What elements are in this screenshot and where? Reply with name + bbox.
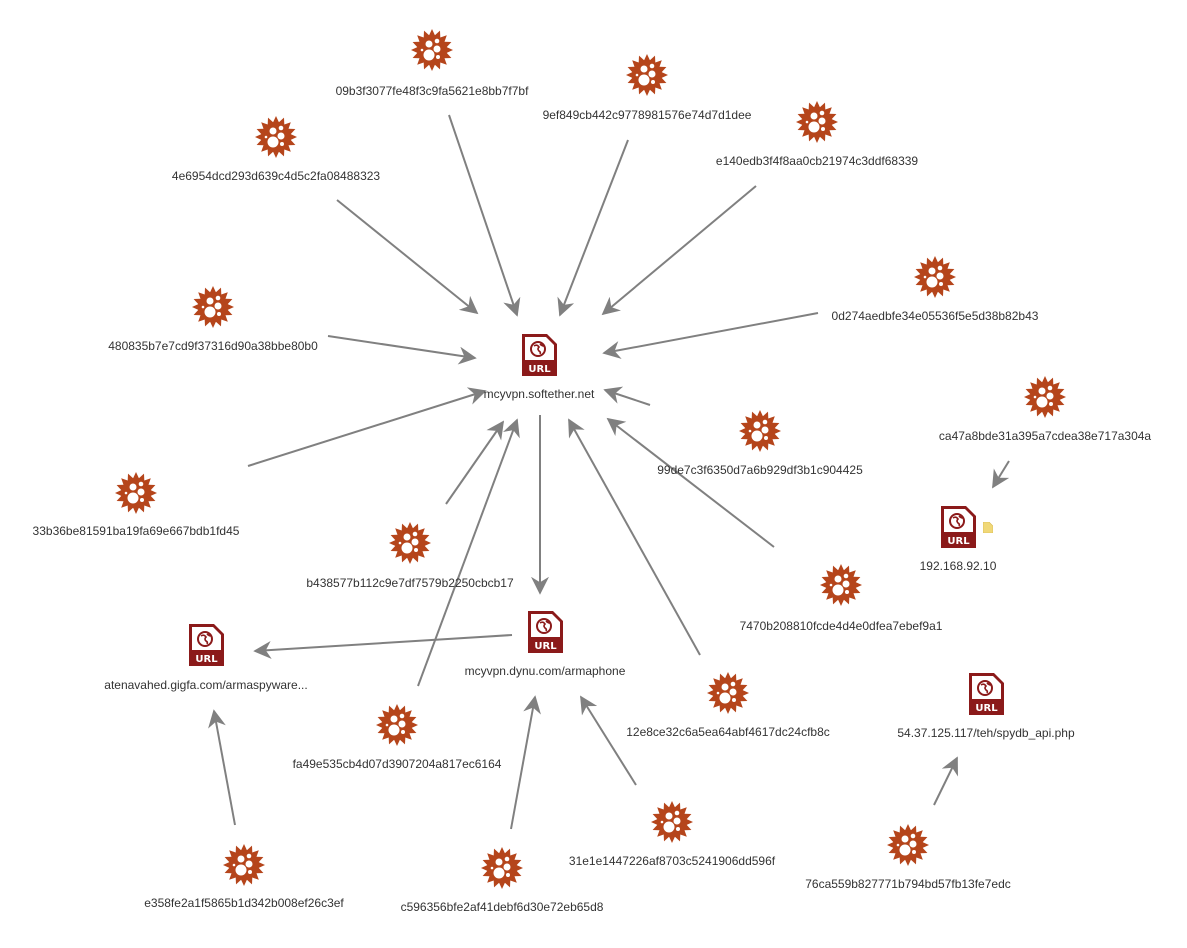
node-label: 76ca559b827771b794bd57fb13fe7edc [805, 877, 1011, 891]
malware-virus-icon[interactable] [738, 409, 782, 453]
url-badge-text: URL [534, 641, 557, 652]
url-file-icon[interactable]: URL [523, 610, 567, 654]
node-label: 31e1e1447226af8703c5241906dd596f [568, 854, 776, 868]
node-label: atenavahed.gigfa.com/armaspyware... [104, 678, 308, 692]
malware-virus-icon[interactable] [410, 28, 454, 72]
edge-n17-to-uE [933, 756, 958, 806]
node-label: mcyvpn.softether.net [483, 387, 595, 401]
malware-virus-icon[interactable] [819, 563, 863, 607]
edge-n6-to-uA [327, 335, 477, 365]
malware-virus-icon[interactable] [706, 671, 750, 715]
malware-virus-icon[interactable] [388, 521, 432, 565]
node-label: 12e8ce32c6a5ea64abf4617dc24cfb8c [626, 725, 830, 739]
node-label: 33b36be81591ba19fa69e667bdb1fd45 [32, 524, 240, 538]
malware-virus-icon[interactable] [114, 471, 158, 515]
malware-virus-icon[interactable] [625, 53, 669, 97]
node-label: 54.37.125.117/teh/spydb_api.php [897, 726, 1075, 740]
edge-n9-to-uA [247, 387, 487, 467]
edge-n3-to-uA [336, 199, 479, 315]
edge-n15-to-uD [208, 709, 236, 826]
malware-virus-icon[interactable] [480, 846, 524, 890]
node-label: 4e6954dcd293d639c4d5c2fa08488323 [171, 169, 381, 183]
malware-virus-icon[interactable] [886, 823, 930, 867]
url-badge-text: URL [947, 536, 970, 547]
node-label: ca47a8bde31a395a7cdea38e717a304a [938, 429, 1152, 443]
malware-virus-icon[interactable] [222, 843, 266, 887]
url-badge-text: URL [528, 364, 551, 375]
node-label: fa49e535cb4d07d3907204a817ec6164 [292, 757, 502, 771]
edge-n11-to-uA [606, 417, 775, 548]
note-icon[interactable] [982, 520, 994, 534]
edge-n12-to-uA [568, 418, 701, 656]
url-file-icon[interactable]: URL [184, 623, 228, 667]
node-label: 480835b7e7cd9f37316d90a38bbe80b0 [108, 339, 318, 353]
malware-virus-icon[interactable] [795, 100, 839, 144]
node-label: b438577b112c9e7df7579b2250cbcb17 [306, 576, 514, 590]
edge-n10-to-uA [445, 420, 505, 505]
node-label: 9ef849cb442c9778981576e74d7d1dee [542, 108, 752, 122]
malware-virus-icon[interactable] [191, 285, 235, 329]
url-file-icon[interactable]: URL [936, 505, 980, 549]
node-label: e358fe2a1f5865b1d342b008ef26c3ef [144, 896, 344, 910]
malware-virus-icon[interactable] [913, 255, 957, 299]
edge-n8-to-uA [603, 386, 651, 406]
node-label: 09b3f3077fe48f3c9fa5621e8bb7f7bf [335, 84, 529, 98]
node-label: c596356bfe2af41debf6d30e72eb65d8 [400, 900, 604, 914]
url-badge-text: URL [195, 654, 218, 665]
edge-n1-to-uA [448, 114, 521, 317]
edge-n7-to-uB [992, 460, 1010, 489]
url-file-icon[interactable]: URL [517, 333, 561, 377]
malware-virus-icon[interactable] [650, 800, 694, 844]
node-label: e140edb3f4f8aa0cb21974c3ddf68339 [715, 154, 919, 168]
node-label: 7470b208810fcde4d4e0dfea7ebef9a1 [739, 619, 943, 633]
node-label: 99de7c3f6350d7a6b929df3b1c904425 [657, 463, 863, 477]
malware-virus-icon[interactable] [375, 703, 419, 747]
node-label: mcyvpn.dynu.com/armaphone [464, 664, 626, 678]
malware-virus-icon[interactable] [254, 115, 298, 159]
node-label: 0d274aedbfe34e05536f5e5d38b82b43 [831, 309, 1039, 323]
edge-n16-to-uC [510, 695, 541, 830]
url-file-icon[interactable]: URL [964, 672, 1008, 716]
edge-uC-to-uD [253, 634, 513, 659]
malware-virus-icon[interactable] [1023, 375, 1067, 419]
url-badge-text: URL [975, 703, 998, 714]
edge-n4-to-uA [601, 185, 757, 316]
edge-n2-to-uA [557, 139, 629, 317]
node-label: 192.168.92.10 [919, 559, 997, 573]
edge-n14-to-uC [580, 695, 637, 786]
edge-n13-to-uA [417, 418, 520, 687]
edge-n5-to-uA [602, 312, 819, 359]
